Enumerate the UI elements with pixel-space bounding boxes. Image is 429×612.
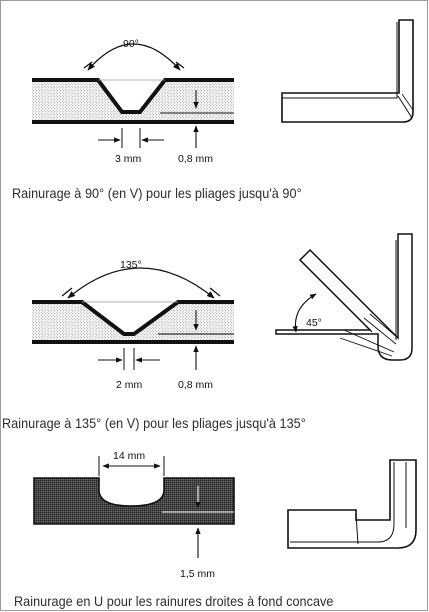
angle-label: 90° (123, 38, 139, 50)
fold-joint-d (369, 313, 399, 339)
fold-joint-a (339, 337, 393, 357)
panel-u-groove: 14 mm 1,5 mm Rainurage en U pour les rai… (0, 440, 429, 612)
tick-left (83, 61, 93, 69)
fold-joint (397, 95, 413, 119)
panel-v-groove-135: 135° 0,8 mm 2 mm 45° Rainurage à 135° (e… (0, 226, 429, 431)
inner-angle-label: 45° (306, 317, 322, 329)
u-groove-diagram: 14 mm 1,5 mm (33, 450, 417, 580)
width-label: 2 mm (116, 379, 143, 391)
tick-left (61, 287, 73, 297)
depth-label: 1,5 mm (180, 568, 215, 580)
diagonal-inner-line (299, 259, 373, 333)
folded-step (355, 513, 359, 545)
top-skin (32, 78, 234, 114)
v-groove-90-diagram: 90° 0,8 mm 3 mm (32, 19, 414, 165)
fold-joint-b (343, 329, 395, 353)
material-core (33, 477, 235, 525)
angle-arc (67, 267, 215, 299)
folded-profile (275, 233, 413, 361)
fold-joint-2 (401, 93, 414, 111)
angle-label: 135° (120, 259, 142, 271)
inner-angle-arc (292, 293, 317, 333)
panel-v-groove-90: 90° 0,8 mm 3 mm Rainurage à 90° (en V) p… (0, 0, 429, 201)
width-label: 3 mm (115, 153, 142, 165)
folded-profile (281, 19, 414, 123)
depth-label: 0,8 mm (178, 153, 213, 165)
tick-right (175, 61, 185, 69)
folded-inner-line (282, 22, 398, 99)
caption: Rainurage en U pour les rainures droites… (14, 594, 334, 609)
top-skin (32, 300, 234, 336)
material-core (32, 80, 234, 122)
folded-inner-line (290, 462, 395, 543)
material-core (32, 302, 234, 342)
depth-label: 0,8 mm (178, 379, 213, 391)
fold-joint-c (363, 317, 397, 345)
tick-right (209, 287, 221, 297)
angle-arc (87, 43, 181, 71)
v-groove-135-diagram: 135° 0,8 mm 2 mm 45° (32, 233, 413, 391)
caption: Rainurage à 90° (en V) pour les pliages … (12, 186, 302, 201)
width-label: 14 mm (113, 450, 145, 462)
folded-profile (287, 459, 417, 549)
caption: Rainurage à 135° (en V) pour les pliages… (2, 416, 306, 431)
